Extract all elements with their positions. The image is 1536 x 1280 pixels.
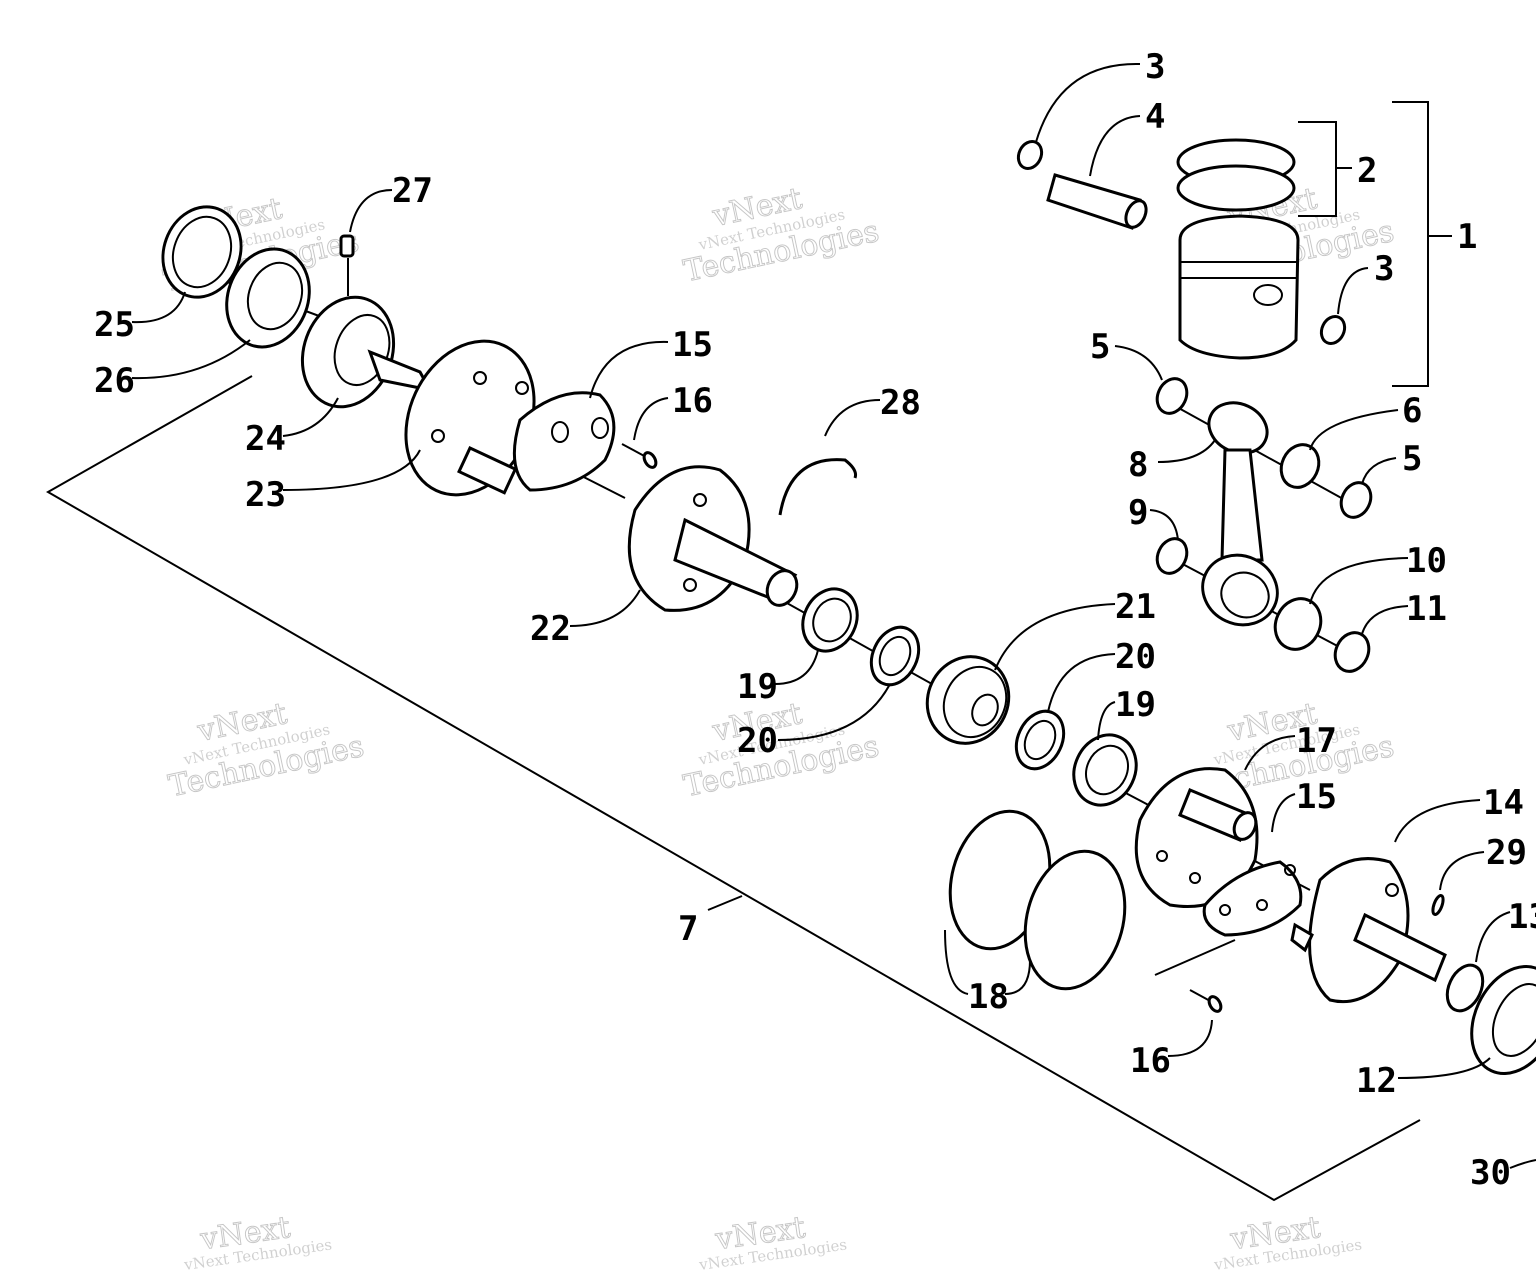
pin-part-27 — [339, 234, 355, 258]
callout-16: 16 — [672, 381, 713, 421]
callout-15: 15 — [1296, 777, 1337, 817]
callout-5: 5 — [1402, 439, 1422, 479]
callout-26: 26 — [94, 361, 135, 401]
leader-lines — [131, 62, 1536, 1169]
key-part-29 — [1431, 894, 1445, 916]
callout-24: 24 — [245, 419, 286, 459]
bearing-part-19 — [1072, 733, 1138, 807]
callout-1: 1 — [1457, 217, 1477, 257]
callout-21: 21 — [1115, 587, 1156, 627]
crank-pin-part-17 — [1134, 767, 1259, 908]
o-ring-part-13 — [1445, 963, 1485, 1013]
callout-22: 22 — [530, 609, 571, 649]
callout-19: 19 — [1115, 685, 1156, 725]
callout-13: 13 — [1508, 897, 1536, 937]
washer-part-20 — [1014, 709, 1066, 771]
bearing-part-26 — [225, 247, 311, 349]
callout-20: 20 — [1115, 637, 1156, 677]
callout-30: 30 — [1470, 1153, 1511, 1193]
snap-rings-part-18 — [948, 809, 1127, 991]
washer-part-5 — [1339, 481, 1373, 519]
piston-part-1 — [1178, 214, 1300, 360]
snap-ring-part-28 — [778, 458, 857, 516]
callout-20: 20 — [737, 721, 778, 761]
callout-28: 28 — [880, 383, 921, 423]
gear-part-21 — [925, 655, 1011, 745]
counterweight-part-15 — [512, 391, 616, 492]
needle-bearing-part-10 — [1273, 597, 1323, 651]
callout-3: 3 — [1374, 249, 1394, 289]
callout-19: 19 — [737, 667, 778, 707]
bearing-part-19 — [801, 587, 859, 653]
washer-part-5 — [1155, 377, 1189, 415]
callout-25: 25 — [94, 305, 135, 345]
bearing-part-12 — [1470, 965, 1536, 1075]
callout-15: 15 — [672, 325, 713, 365]
piston-pin-part-4 — [1046, 173, 1148, 230]
callout-18: 18 — [968, 977, 1009, 1017]
callout-11: 11 — [1406, 589, 1447, 629]
seal-part-25 — [161, 205, 243, 299]
callout-6: 6 — [1402, 391, 1422, 431]
crank-half-part-14 — [1290, 857, 1447, 1004]
callout-4: 4 — [1145, 97, 1165, 137]
callout-9: 9 — [1128, 493, 1148, 533]
counterweight-part-15 — [1202, 860, 1303, 937]
piston-rings-part-2 — [1176, 138, 1296, 212]
callout-16: 16 — [1130, 1041, 1171, 1081]
callout-27: 27 — [392, 171, 433, 211]
callout-10: 10 — [1406, 541, 1447, 581]
needle-bearing-part-6 — [1279, 443, 1321, 489]
callout-2: 2 — [1357, 151, 1377, 191]
callout-29: 29 — [1486, 833, 1527, 873]
screw-part-16 — [621, 443, 658, 469]
callout-3: 3 — [1145, 47, 1165, 87]
circlip-part-3 — [1319, 314, 1347, 346]
callout-14: 14 — [1483, 783, 1524, 823]
circlip-part-3 — [1016, 139, 1044, 171]
screw-part-16 — [1189, 989, 1223, 1013]
callout-labels: 1 2 3 3 4 5 5 6 7 8 9 10 11 12 13 14 15 … — [94, 47, 1536, 1193]
callout-7: 7 — [678, 909, 698, 949]
washer-part-9 — [1155, 537, 1189, 575]
callout-8: 8 — [1128, 445, 1148, 485]
callout-5: 5 — [1090, 327, 1110, 367]
callout-23: 23 — [245, 475, 286, 515]
washer-part-11 — [1333, 631, 1371, 673]
crank-web-part-22 — [627, 465, 799, 612]
connecting-rod-part-8 — [1201, 401, 1279, 627]
washer-part-20 — [869, 625, 921, 687]
assembly-bracket-1 — [1392, 101, 1429, 387]
crankshaft-assembly-bracket — [45, 375, 1421, 1202]
callout-17: 17 — [1296, 721, 1337, 761]
crank-half-part-23 — [367, 339, 536, 497]
callout-12: 12 — [1356, 1061, 1397, 1101]
